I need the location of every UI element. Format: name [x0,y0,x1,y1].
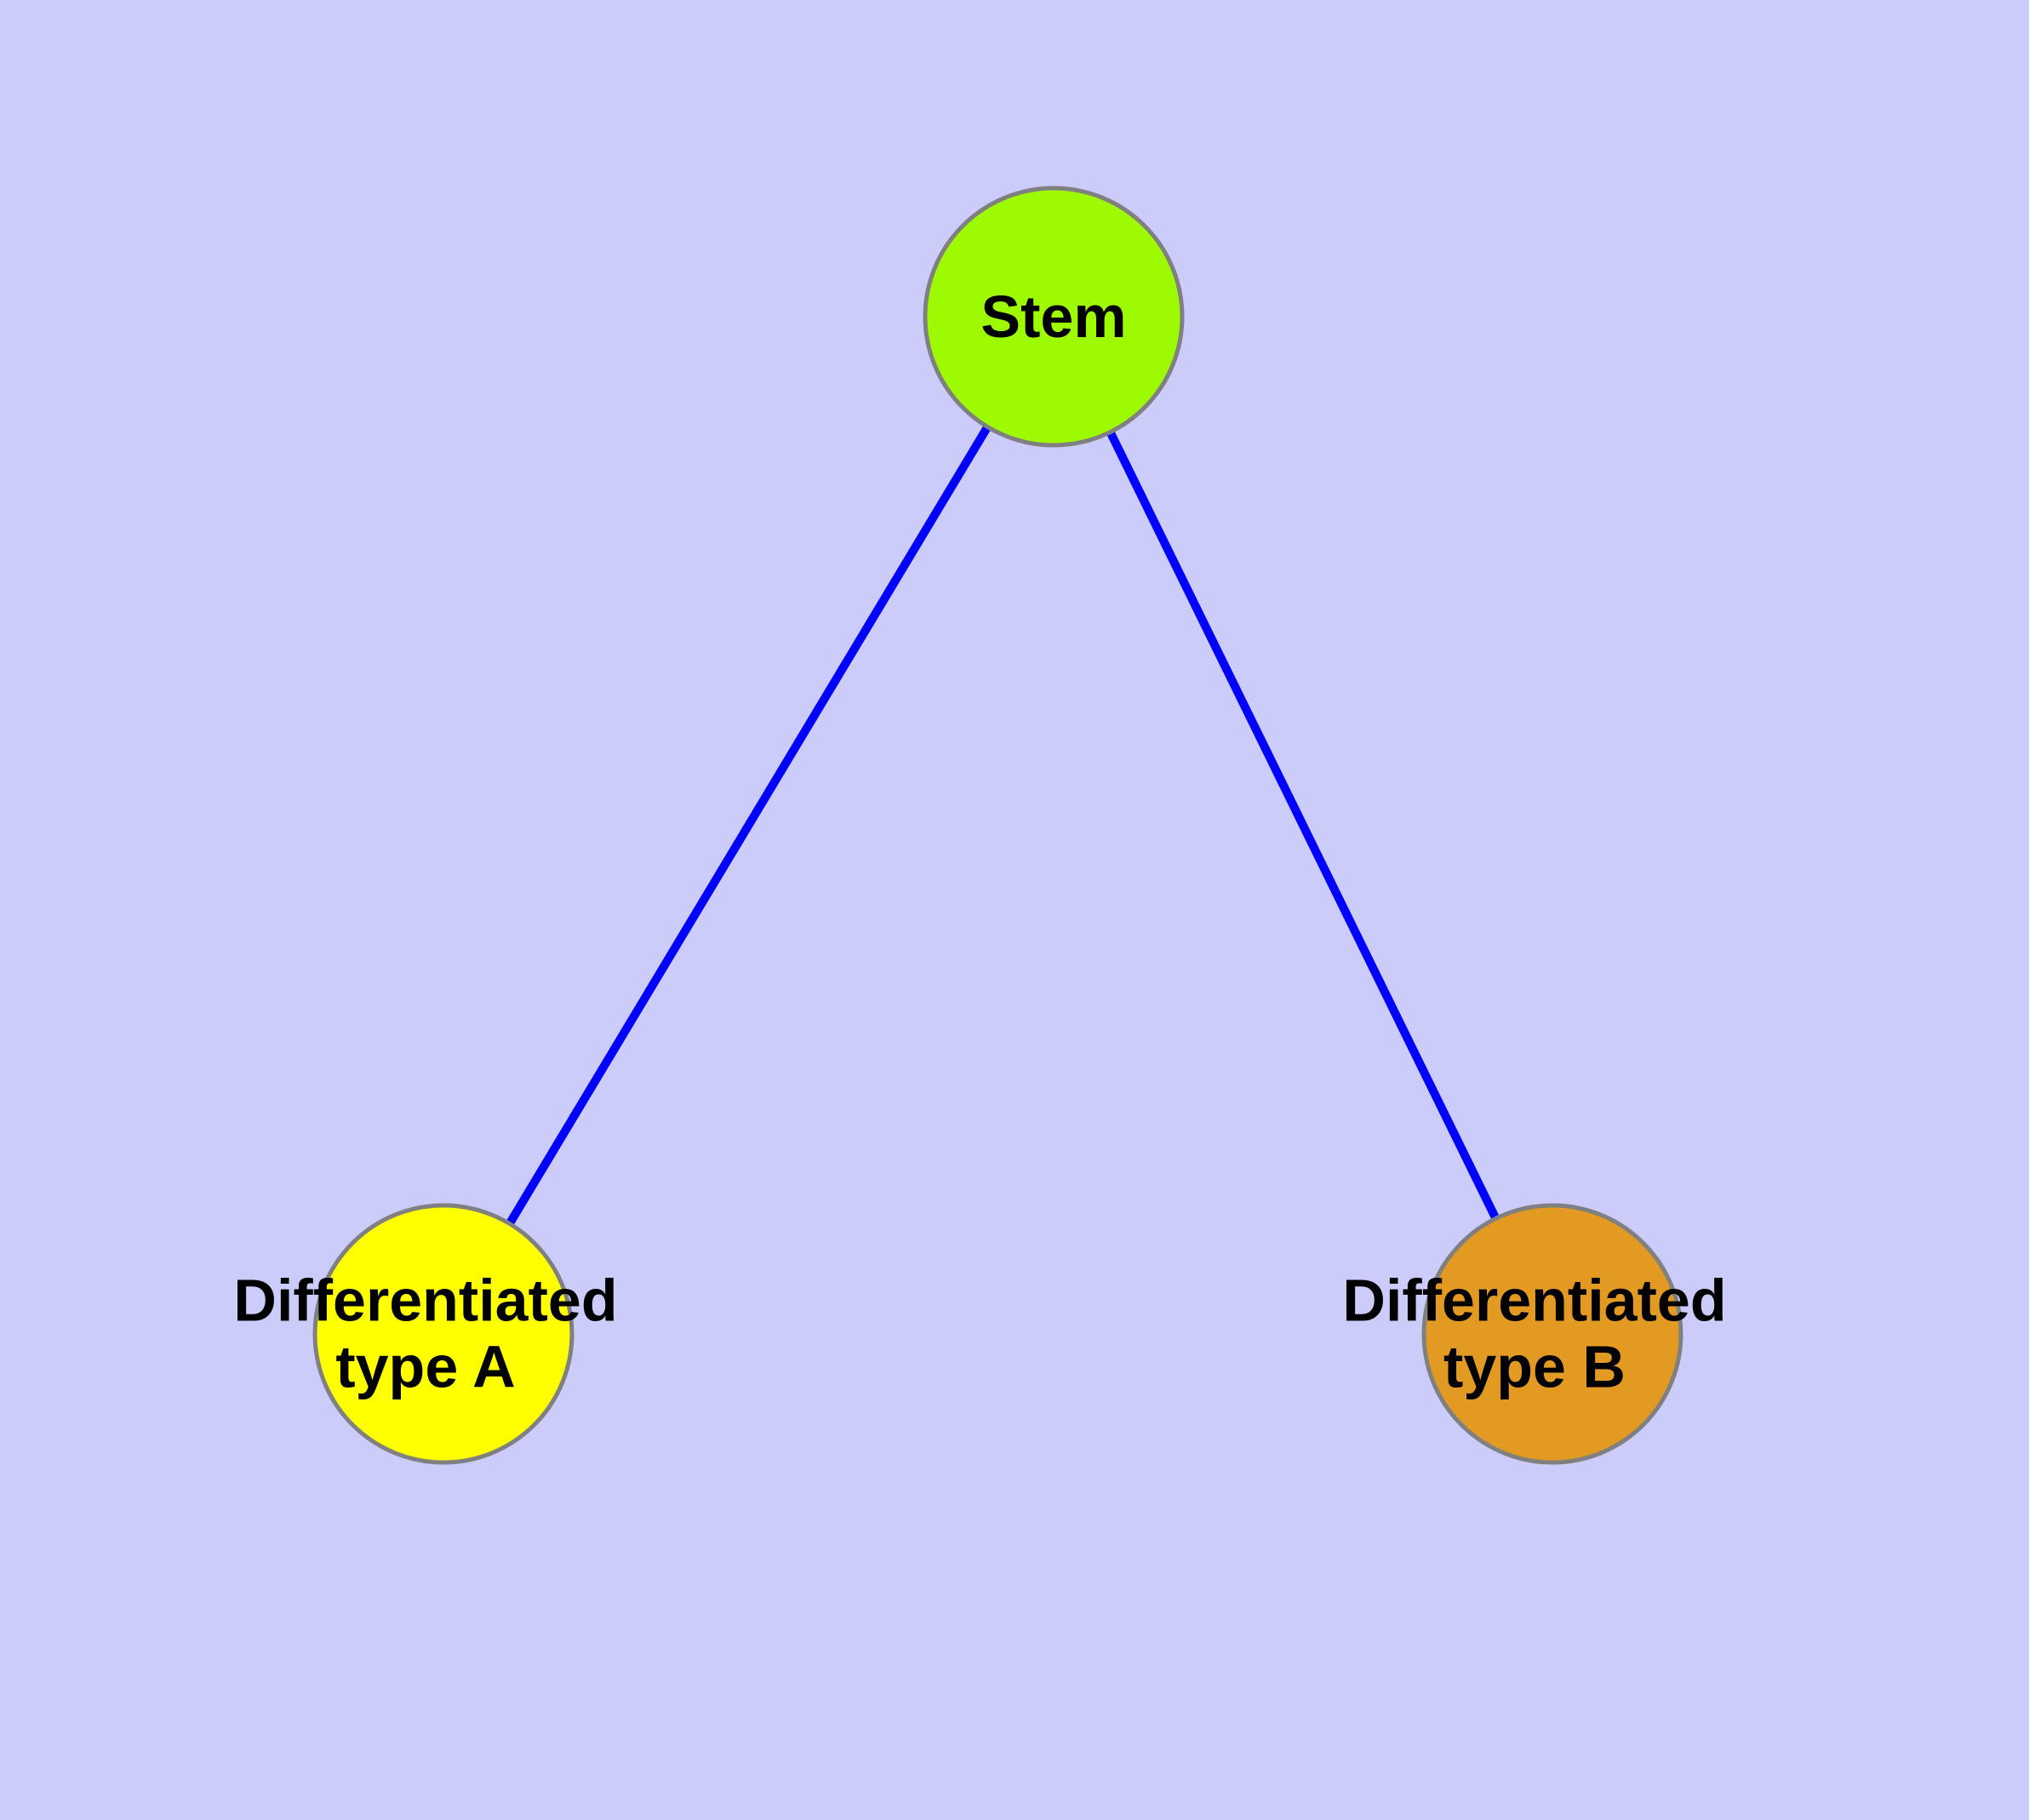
node-circle-stem[interactable] [923,186,1185,448]
edges-layer [506,424,1500,1227]
node-circle-diff_a[interactable] [312,1203,574,1465]
edge-stem-to-diff-a[interactable] [506,424,992,1227]
nodes-layer [312,186,1683,1465]
node-circle-diff_b[interactable] [1421,1203,1683,1465]
edge-stem-to-diff-b[interactable] [1106,430,1500,1221]
